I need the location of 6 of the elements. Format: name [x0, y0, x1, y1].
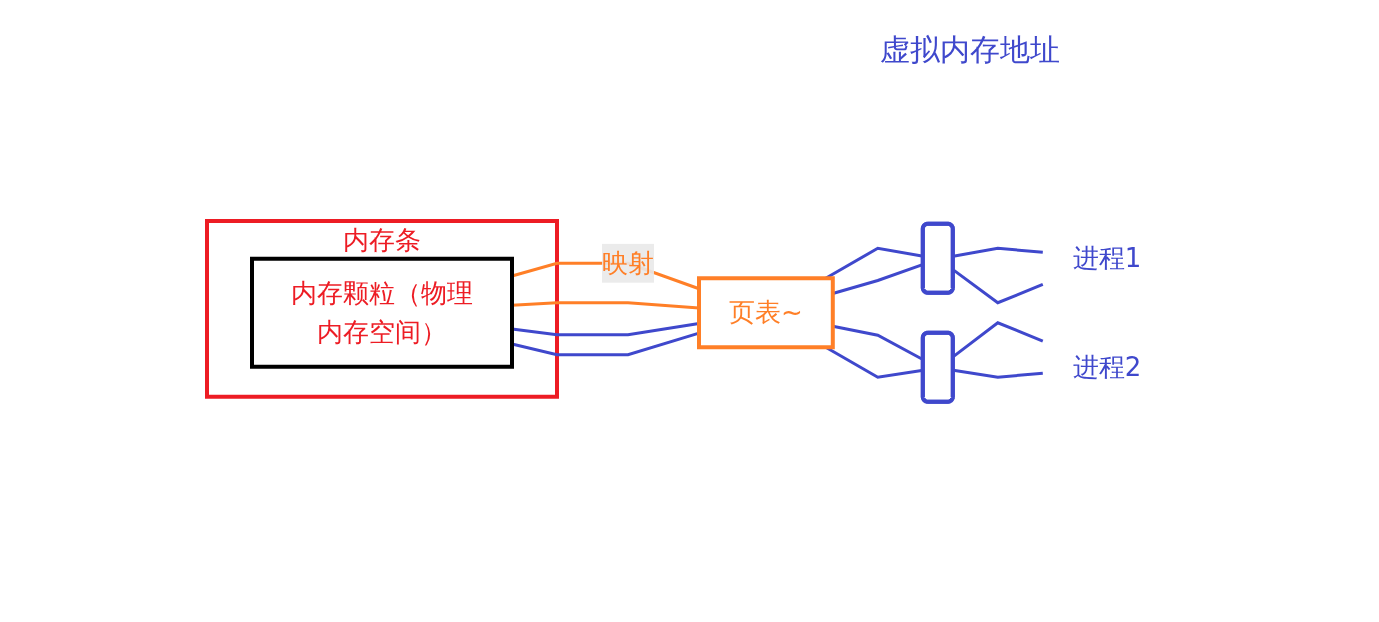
- group-label: 虚拟内存地址: [880, 31, 1060, 69]
- node-text: 进程1: [1073, 242, 1142, 273]
- node-box: 页表~: [697, 275, 836, 349]
- edge-label: 映射: [602, 247, 655, 278]
- node-text: 进程2: [1073, 351, 1142, 382]
- node-box: 内存颗粒（物理内存空间）: [250, 256, 515, 369]
